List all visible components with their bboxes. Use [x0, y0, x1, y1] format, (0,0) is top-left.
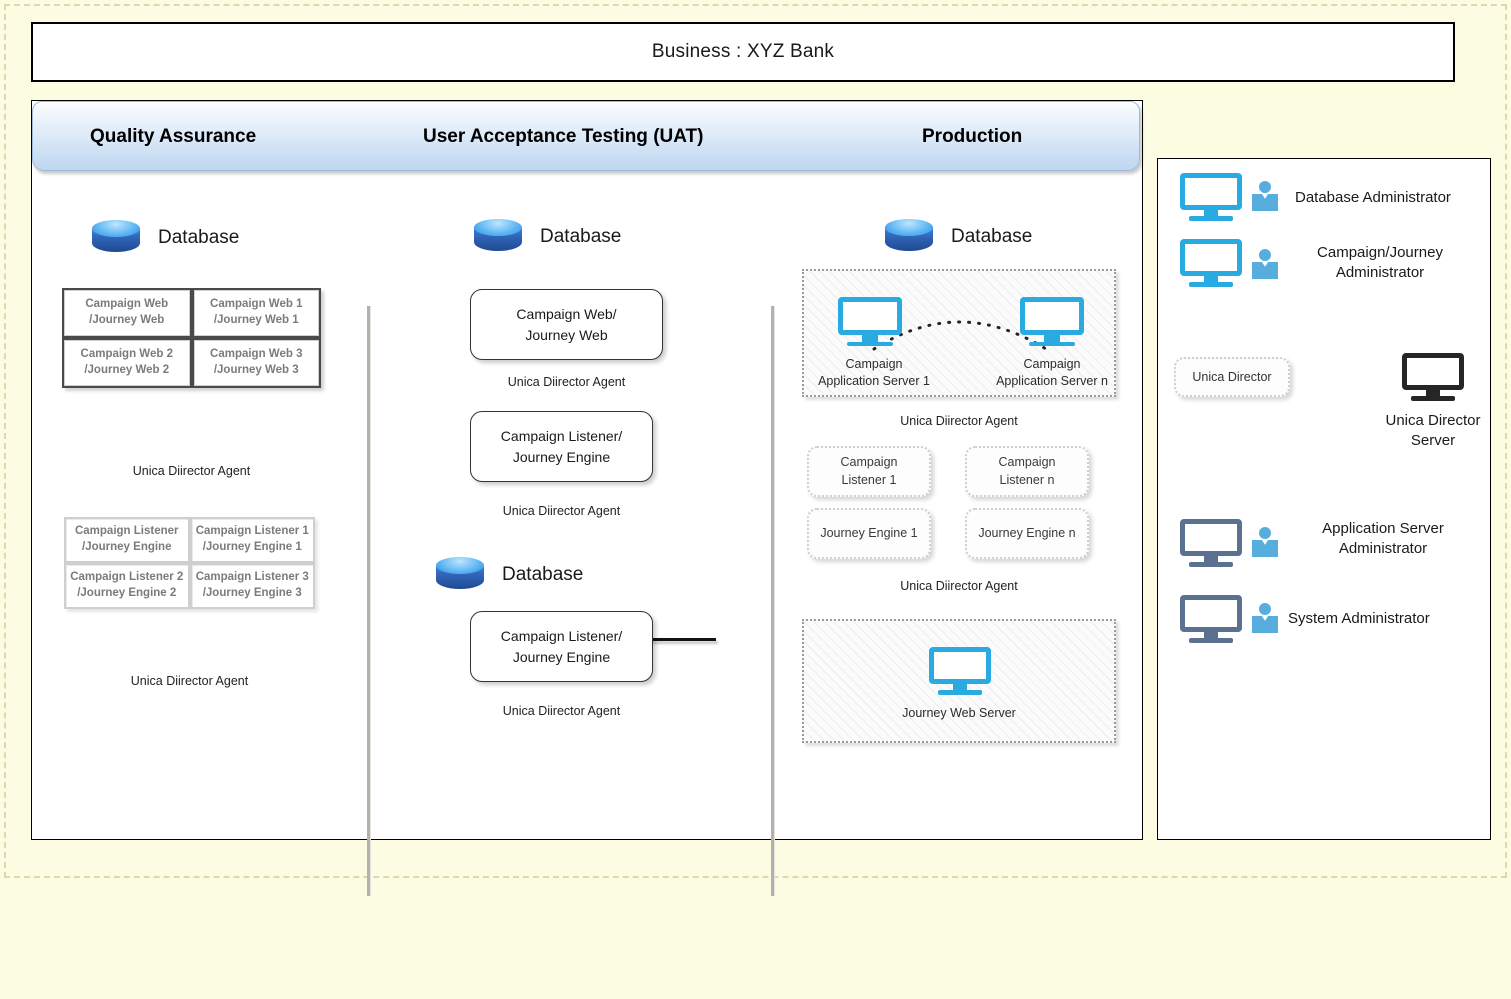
- person-icon: [1252, 181, 1278, 211]
- uat-database-row-1: Database: [472, 218, 621, 256]
- qa-database-row: Database: [90, 219, 239, 257]
- uat-campaign-web-box[interactable]: Campaign Web/Journey Web: [470, 289, 663, 360]
- uat-listener-agent-caption: Unica Diirector Agent: [502, 504, 621, 518]
- uat-campaign-listener-box[interactable]: Campaign Listener/Journey Engine: [470, 411, 653, 482]
- qa-web-box-3[interactable]: Campaign Web 3/Journey Web 3: [191, 338, 321, 388]
- production-journey-engine-1[interactable]: Journey Engine 1: [807, 508, 931, 559]
- production-database-label: Database: [951, 226, 1033, 247]
- unica-director-box[interactable]: Unica Director: [1174, 357, 1290, 397]
- column-divider-qa-uat: [367, 306, 370, 896]
- monitor-icon: [929, 647, 991, 697]
- database-icon: [90, 219, 142, 257]
- qa-listener-box-0[interactable]: Campaign Listener/Journey Engine: [64, 517, 190, 563]
- qa-web-box-0[interactable]: Campaign Web/Journey Web: [62, 288, 192, 338]
- monitor-icon: [1180, 173, 1242, 223]
- business-title-bar: Business : XYZ Bank: [31, 22, 1455, 82]
- system-administrator-label: System Administrator: [1288, 610, 1430, 627]
- production-journey-web-server-label: Journey Web Server: [902, 706, 1016, 720]
- monitor-icon: [1020, 297, 1084, 349]
- person-icon: [1252, 527, 1278, 557]
- qa-listener-box-3[interactable]: Campaign Listener 3/Journey Engine 3: [189, 563, 315, 609]
- database-administrator-label: Database Administrator: [1295, 189, 1451, 206]
- qa-web-box-2[interactable]: Campaign Web 2/Journey Web 2: [62, 338, 192, 388]
- production-listener-agent-caption: Unica Diirector Agent: [900, 579, 1018, 593]
- monitor-icon: [1180, 239, 1242, 289]
- environment-tab-bar: Quality Assurance User Acceptance Testin…: [32, 101, 1140, 171]
- qa-listener-box-2[interactable]: Campaign Listener 2/Journey Engine 2: [64, 563, 190, 609]
- monitor-icon: [1180, 519, 1242, 569]
- qa-listener-agent-caption: Unica Diirector Agent: [130, 674, 249, 688]
- monitor-icon: [838, 297, 902, 349]
- uat-campaign-listener-box-2[interactable]: Campaign Listener/Journey Engine: [470, 611, 653, 682]
- tab-user-acceptance-testing[interactable]: User Acceptance Testing (UAT): [423, 126, 704, 147]
- tab-production[interactable]: Production: [922, 126, 1023, 147]
- production-database-row: Database: [883, 218, 1032, 256]
- database-icon: [434, 556, 486, 594]
- production-journey-engine-n[interactable]: Journey Engine n: [965, 508, 1089, 559]
- uat-database-label-2: Database: [502, 564, 584, 585]
- production-journey-web-server-container: Journey Web Server: [802, 619, 1116, 743]
- cluster-link-dotted-arc: [872, 320, 1048, 351]
- database-icon: [883, 218, 935, 256]
- uat-web-agent-caption: Unica Diirector Agent: [507, 375, 626, 389]
- environments-panel: Quality Assurance User Acceptance Testin…: [31, 100, 1143, 896]
- uat-database-label-1: Database: [540, 226, 622, 247]
- person-icon: [1252, 603, 1278, 633]
- business-title: Business : XYZ Bank: [651, 41, 835, 62]
- monitor-icon: [1402, 353, 1464, 403]
- qa-listener-box-grid: Campaign Listener/Journey Engine Campaig…: [64, 517, 315, 609]
- qa-web-box-1[interactable]: Campaign Web 1/Journey Web 1: [191, 288, 321, 338]
- production-app-agent-caption: Unica Diirector Agent: [900, 414, 1018, 428]
- uat-listener-agent-caption-2: Unica Diirector Agent: [502, 704, 621, 718]
- database-icon: [472, 218, 524, 256]
- qa-database-label: Database: [158, 227, 240, 248]
- qa-web-box-grid: Campaign Web/Journey Web Campaign Web 1/…: [62, 288, 321, 388]
- tab-quality-assurance[interactable]: Quality Assurance: [90, 126, 257, 147]
- person-icon: [1252, 249, 1278, 279]
- qa-web-agent-caption: Unica Diirector Agent: [132, 464, 251, 478]
- column-divider-uat-production: [771, 306, 774, 896]
- qa-listener-box-1[interactable]: Campaign Listener 1/Journey Engine 1: [189, 517, 315, 563]
- monitor-icon: [1180, 595, 1242, 645]
- uat-database-row-2: Database: [434, 556, 583, 594]
